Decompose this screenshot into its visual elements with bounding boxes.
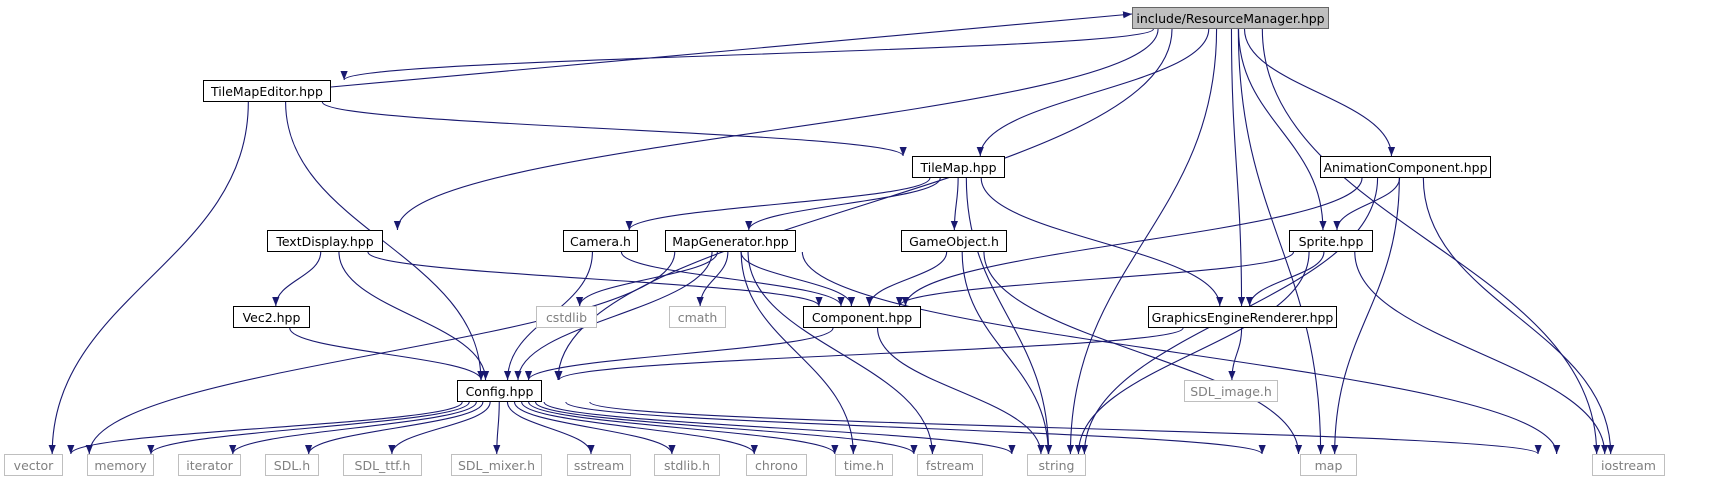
edge-gameobject-to-map <box>983 251 1303 455</box>
node-camera[interactable]: Camera.h <box>563 230 638 252</box>
edge-animationcomponent-to-iostream <box>1422 177 1615 455</box>
edge-tilemapeditor-to-vector <box>48 101 249 455</box>
edge-graphicsenginerenderer-to-sdl_image <box>1228 327 1243 381</box>
node-sstream[interactable]: sstream <box>567 454 631 476</box>
edge-animationcomponent-to-component <box>901 177 1363 307</box>
node-sdl-image[interactable]: SDL_image.h <box>1184 380 1278 402</box>
edge-textdisplay-to-config <box>338 251 490 381</box>
node-animationcomponent[interactable]: AnimationComponent.hpp <box>1320 156 1491 178</box>
edge-resourcemanager-to-animationcomponent <box>1243 28 1396 157</box>
edge-config-to-chrono <box>521 401 758 455</box>
edge-mapgenerator-to-iostream <box>801 251 1561 455</box>
edge-config-to-sdl <box>305 401 484 455</box>
edge-config-to-stdlib <box>513 401 676 455</box>
node-memory[interactable]: memory <box>87 454 154 476</box>
edge-config-to-sdl_ttf <box>388 401 491 455</box>
edge-config-to-fstream <box>534 401 918 455</box>
edge-resourcemanager-to-tilemap <box>976 28 1210 157</box>
edge-config-to-sstream <box>506 401 595 455</box>
edge-sprite-to-graphicsenginerenderer <box>1246 251 1325 307</box>
node-iterator[interactable]: iterator <box>178 454 241 476</box>
edge-textdisplay-to-vec2 <box>272 251 322 307</box>
edge-animationcomponent-to-map <box>1331 177 1400 455</box>
node-stdlib[interactable]: stdlib.h <box>654 454 720 476</box>
node-fstream[interactable]: fstream <box>917 454 983 476</box>
node-map[interactable]: map <box>1300 454 1357 476</box>
edge-tilemapeditor-to-config <box>285 101 485 381</box>
edge-tilemapeditor-to-resourcemanager <box>330 11 1133 88</box>
edge-config-to-iostream <box>589 401 1542 455</box>
node-mapgenerator[interactable]: MapGenerator.hpp <box>665 230 796 252</box>
node-time[interactable]: time.h <box>835 454 893 476</box>
edge-resourcemanager-to-sprite <box>1237 28 1327 231</box>
edge-config-to-map <box>565 401 1266 455</box>
edge-mapgenerator-to-component <box>740 251 856 307</box>
node-vec2[interactable]: Vec2.hpp <box>233 306 310 328</box>
node-tilemap[interactable]: TileMap.hpp <box>912 156 1005 178</box>
node-sdl-mixer[interactable]: SDL_mixer.h <box>451 454 542 476</box>
edge-gameobject-to-string <box>961 251 1052 455</box>
node-cmath[interactable]: cmath <box>669 306 726 328</box>
edge-graphicsenginerenderer-to-config <box>555 327 1184 381</box>
edge-config-to-time <box>528 401 839 455</box>
edge-mapgenerator-to-config <box>514 251 713 381</box>
node-vector[interactable]: vector <box>4 454 63 476</box>
edge-component-to-string <box>877 327 1045 455</box>
node-chrono[interactable]: chrono <box>746 454 807 476</box>
edge-mapgenerator-to-cstdlib <box>576 251 718 307</box>
node-sdl-ttf[interactable]: SDL_ttf.h <box>343 454 422 476</box>
edge-config-to-string <box>543 401 1016 455</box>
edge-vec2-to-config <box>289 327 485 381</box>
edge-tilemap-to-gameobject <box>950 177 959 231</box>
edge-tilemap-to-string <box>965 177 1053 455</box>
edge-config-to-sdl_mixer <box>493 401 501 455</box>
edge-resourcemanager-to-tilemapeditor <box>340 28 1154 81</box>
edge-textdisplay-to-component <box>367 251 823 307</box>
edge-config-to-iterator <box>229 401 477 455</box>
edge-mapgenerator-to-cmath <box>696 251 729 307</box>
node-string[interactable]: string <box>1027 454 1086 476</box>
edge-resourcemanager-to-map <box>1237 28 1325 455</box>
edge-tilemap-to-camera <box>625 177 931 231</box>
edge-sprite-to-iostream <box>1354 251 1609 455</box>
node-iostream[interactable]: iostream <box>1592 454 1665 476</box>
edge-resourcemanager-to-string <box>1066 28 1218 455</box>
edge-sprite-to-string <box>1074 251 1310 455</box>
edge-mapgenerator-to-time <box>740 251 857 455</box>
node-sprite[interactable]: Sprite.hpp <box>1289 230 1373 252</box>
edge-camera-to-component <box>620 251 845 307</box>
node-component[interactable]: Component.hpp <box>803 306 921 328</box>
edge-animationcomponent-to-sprite <box>1333 177 1401 231</box>
edge-tilemapeditor-to-tilemap <box>321 101 907 157</box>
edge-gameobject-to-component <box>865 251 948 307</box>
edge-config-to-memory <box>147 401 470 455</box>
edge-resourcemanager-to-textdisplay <box>393 28 1159 231</box>
edge-mapgenerator-to-fstream <box>747 251 937 455</box>
node-tilemapeditor[interactable]: TileMapEditor.hpp <box>203 80 331 102</box>
node-sdl[interactable]: SDL.h <box>265 454 319 476</box>
edge-component-to-config <box>525 327 834 381</box>
node-graphicsenginerenderer[interactable]: GraphicsEngineRenderer.hpp <box>1148 306 1337 328</box>
edge-tilemap-to-mapgenerator <box>745 177 941 231</box>
edge-config-to-vector <box>67 401 463 455</box>
edge-sprite-to-component <box>896 251 1295 307</box>
node-gameobject[interactable]: GameObject.h <box>901 230 1007 252</box>
edge-tilemap-to-graphicsenginerenderer <box>980 177 1224 307</box>
node-cstdlib[interactable]: cstdlib <box>536 306 597 328</box>
node-textdisplay[interactable]: TextDisplay.hpp <box>267 230 383 252</box>
edge-resourcemanager-to-iostream <box>1261 28 1601 455</box>
node-config[interactable]: Config.hpp <box>457 380 542 402</box>
node-resourcemanager[interactable]: include/ResourceManager.hpp <box>1132 7 1329 29</box>
edge-resourcemanager-to-graphicsenginerenderer <box>1230 28 1246 307</box>
